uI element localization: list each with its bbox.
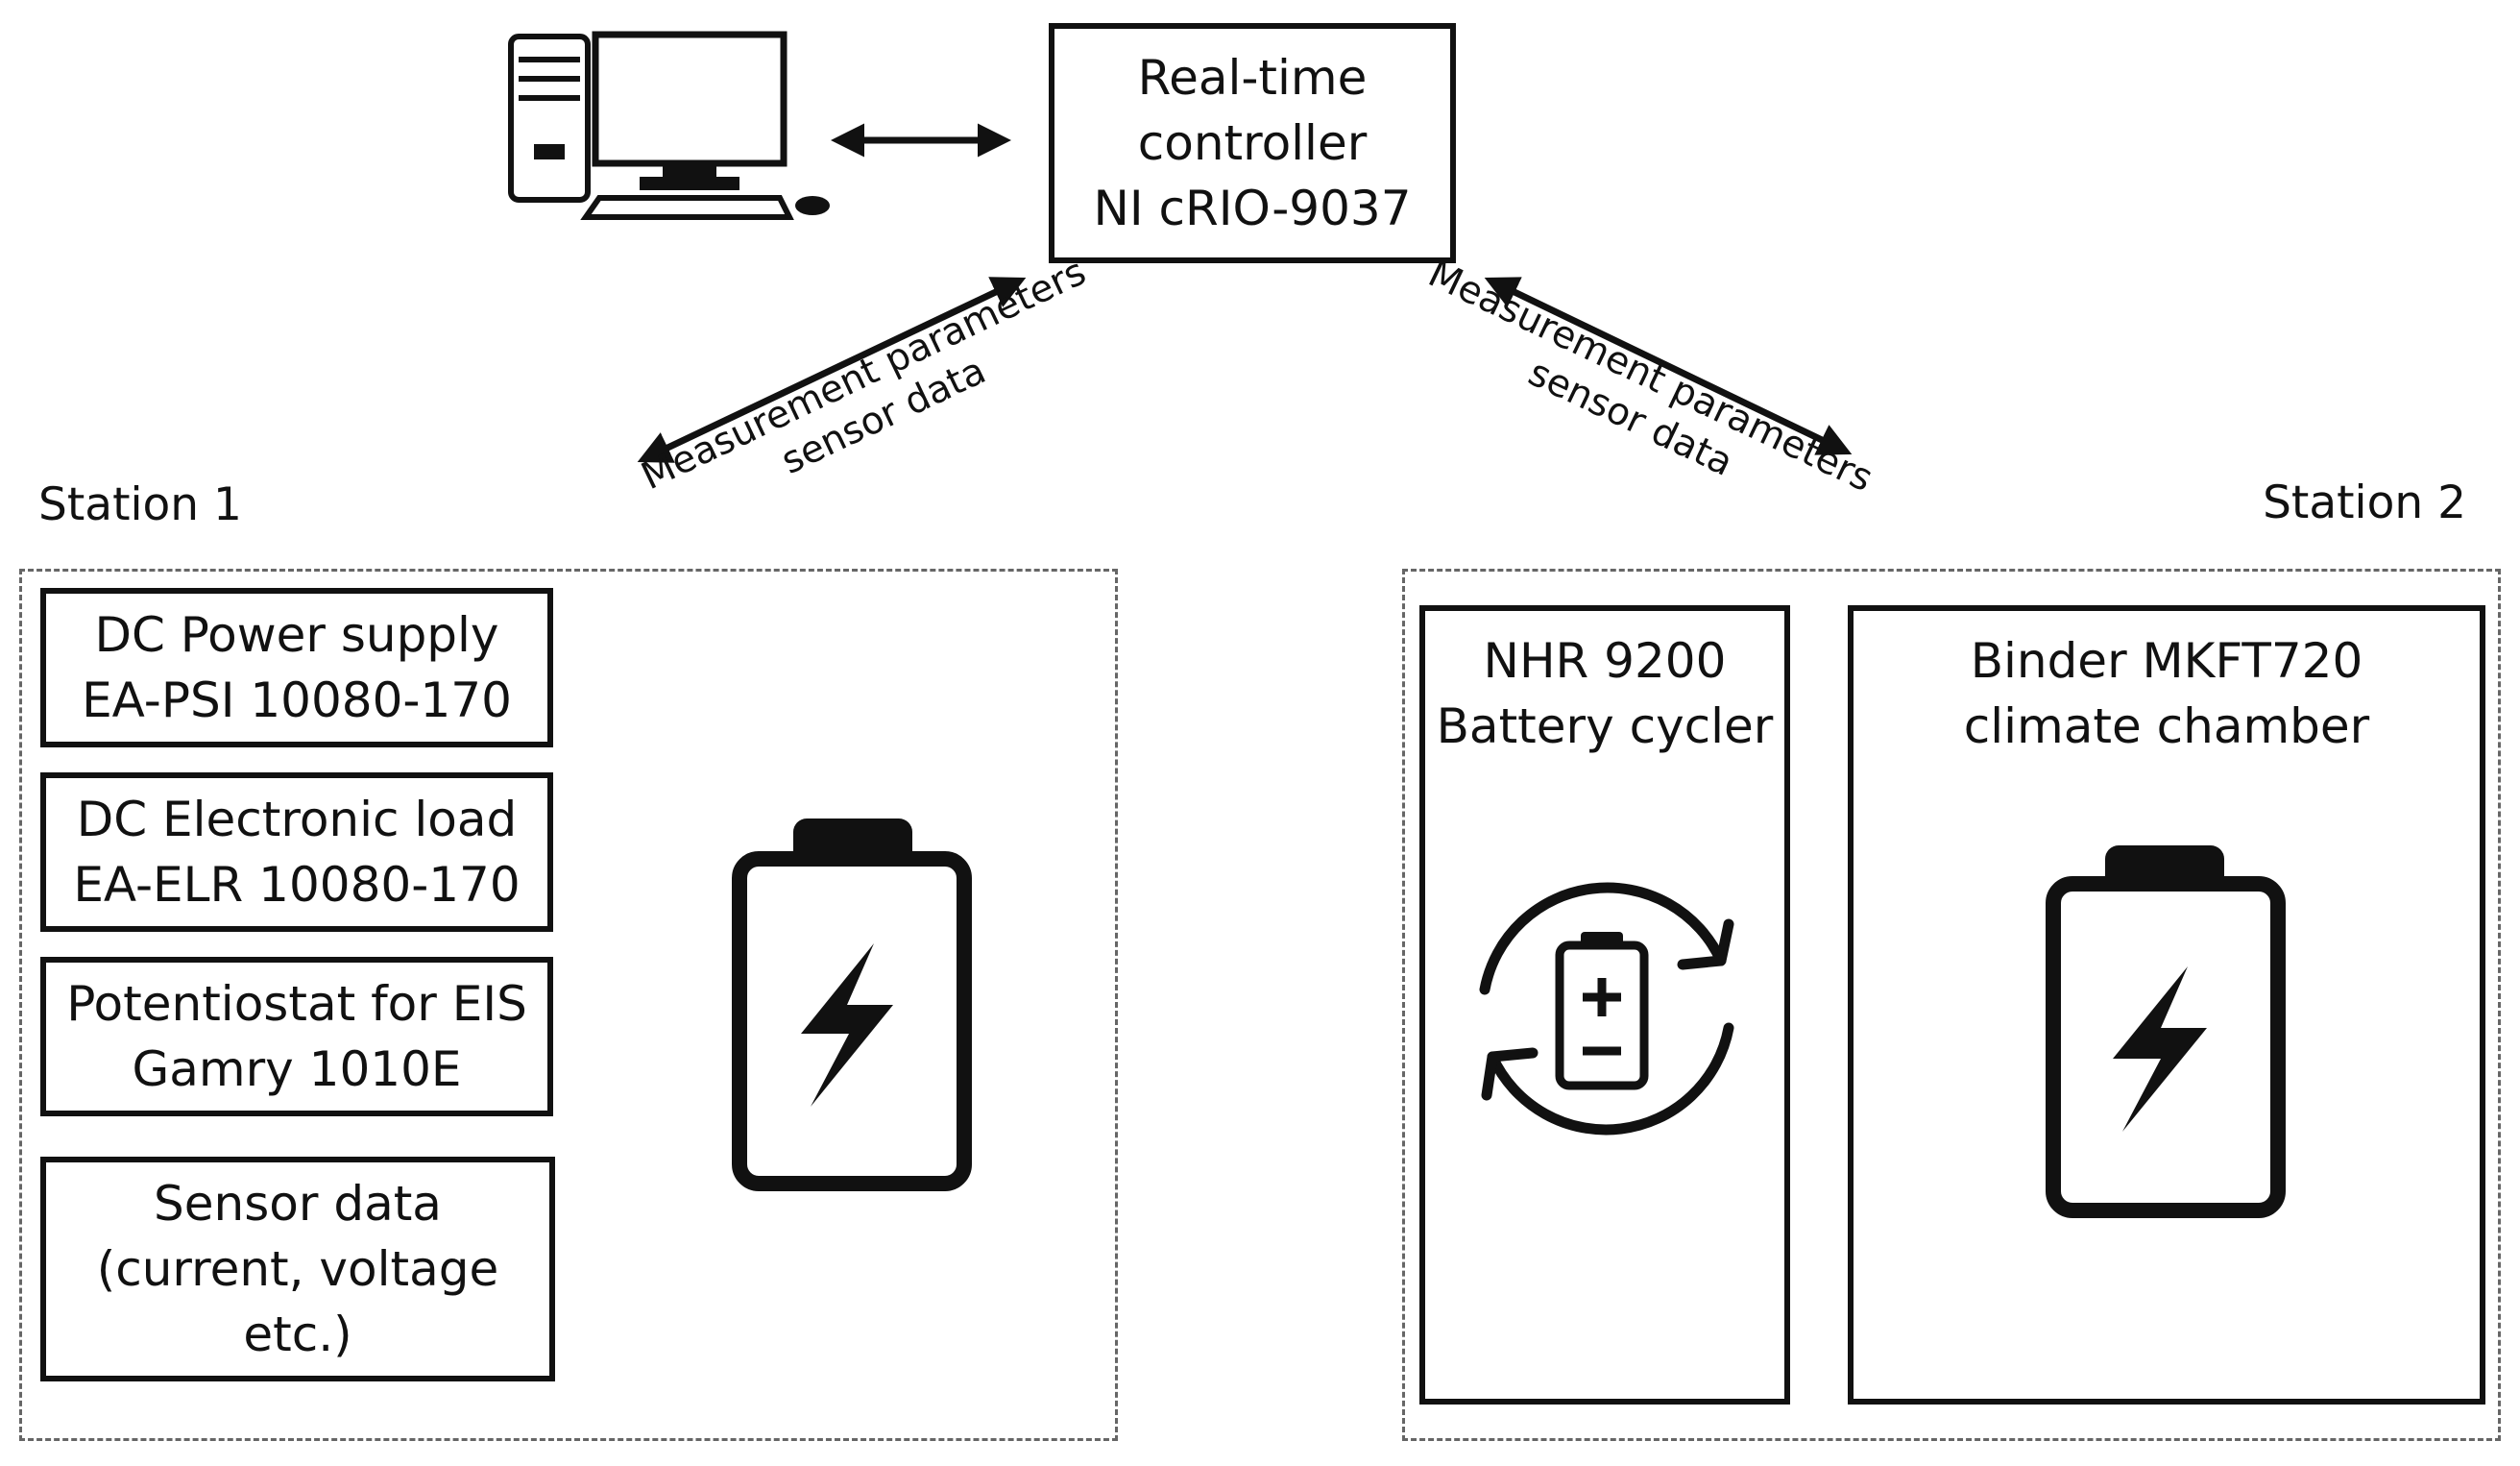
- device-sensor-data: Sensor data (current, voltage etc.): [40, 1157, 555, 1381]
- device-line2: EA-ELR 10080-170: [73, 857, 521, 913]
- device-dc-electronic-load: DC Electronic load EA-ELR 10080-170: [40, 772, 553, 932]
- device-potentiostat: Potentiostat for EIS Gamry 1010E: [40, 957, 553, 1116]
- controller-line2: controller: [1137, 115, 1368, 171]
- controller-line3: NI cRIO-9037: [1093, 181, 1412, 236]
- controller-line1: Real-time: [1137, 50, 1368, 106]
- chamber-line1: Binder MKFT720: [1970, 633, 2363, 689]
- station1-frame: [19, 569, 1118, 1441]
- device-line3: etc.): [243, 1307, 352, 1362]
- device-line1: DC Electronic load: [76, 792, 518, 847]
- cycler-line2: Battery cycler: [1436, 698, 1774, 754]
- device-line2: EA-PSI 10080-170: [82, 672, 512, 728]
- device-line2: Gamry 1010E: [132, 1041, 462, 1097]
- chamber-line2: climate chamber: [1963, 698, 2370, 754]
- station2-frame: [1402, 569, 2501, 1441]
- station1-label: Station 1: [38, 478, 242, 531]
- device-line1: Sensor data: [154, 1176, 442, 1232]
- station2-label: Station 2: [2263, 476, 2466, 529]
- device-dc-power-supply: DC Power supply EA-PSI 10080-170: [40, 588, 553, 747]
- device-line1: DC Power supply: [94, 607, 499, 663]
- cycler-line1: NHR 9200: [1483, 633, 1727, 689]
- device-line1: Potentiostat for EIS: [66, 976, 527, 1032]
- realtime-controller-box: Real-time controller NI cRIO-9037: [1049, 23, 1456, 263]
- device-line2: (current, voltage: [96, 1241, 499, 1297]
